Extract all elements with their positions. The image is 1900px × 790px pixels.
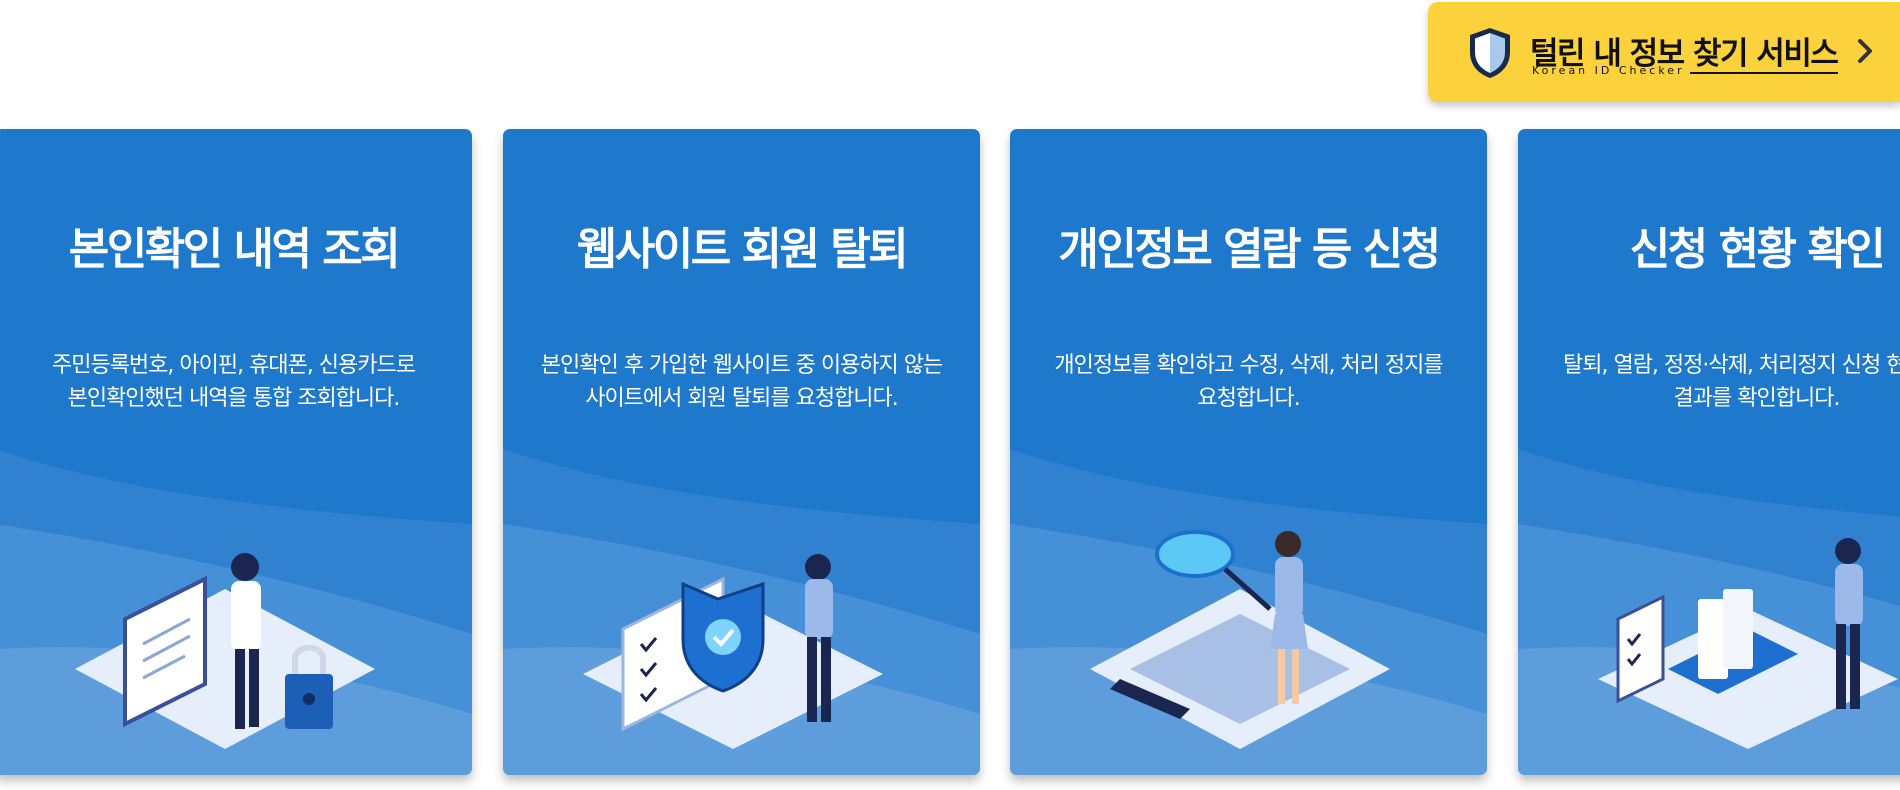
card-title: 신청 현황 확인 <box>1629 224 1886 275</box>
card-description-line: 탈퇴, 열람, 정정·삭제, 처리정지 신청 현황 및 <box>1562 353 1900 378</box>
card-request-status[interactable]: 신청 현황 확인 탈퇴, 열람, 정정·삭제, 처리정지 신청 현황 및 결과를… <box>1518 129 1900 775</box>
documents-status-illustration <box>1598 538 1898 749</box>
card-description-line: 결과를 확인합니다. <box>1673 386 1841 411</box>
card-title: 개인정보 열람 등 신청 <box>1058 224 1441 275</box>
card-description: 주민등록번호, 아이핀, 휴대폰, 신용카드로 본인확인했던 내역을 통합 조회… <box>0 349 472 415</box>
korean-id-checker-banner[interactable]: 털린 내 정보 찾기 서비스 Korean ID Checker <box>1428 2 1900 102</box>
card-identity-history[interactable]: 본인확인 내역 조회 주민등록번호, 아이핀, 휴대폰, 신용카드로 본인확인했… <box>0 129 472 775</box>
card-description-line: 주민등록번호, 아이핀, 휴대폰, 신용카드로 <box>51 353 416 378</box>
card-description: 개인정보를 확인하고 수정, 삭제, 처리 정지를 요청합니다. <box>1010 349 1487 415</box>
card-privacy-request[interactable]: 개인정보 열람 등 신청 개인정보를 확인하고 수정, 삭제, 처리 정지를 요… <box>1010 129 1487 775</box>
card-description-line: 본인확인했던 내역을 통합 조회합니다. <box>67 386 401 411</box>
card-description-line: 사이트에서 회원 탈퇴를 요청합니다. <box>585 386 899 411</box>
card-description-line: 본인확인 후 가입한 웹사이트 중 이용하지 않는 <box>540 353 944 378</box>
banner-title: 털린 내 정보 찾기 서비스 <box>1530 36 1839 72</box>
card-website-withdrawal[interactable]: 웹사이트 회원 탈퇴 본인확인 후 가입한 웹사이트 중 이용하지 않는 사이트… <box>503 129 980 775</box>
card-description-line: 요청합니다. <box>1197 386 1300 411</box>
banner-underline <box>1690 72 1838 74</box>
banner-subtitle: Korean ID Checker <box>1532 64 1685 77</box>
chevron-right-icon[interactable] <box>1856 38 1874 64</box>
card-title: 웹사이트 회원 탈퇴 <box>576 224 909 275</box>
document-checker-illustration <box>75 553 375 749</box>
card-description: 탈퇴, 열람, 정정·삭제, 처리정지 신청 현황 및 결과를 확인합니다. <box>1518 349 1900 415</box>
banner-subtitle-line: Korean ID Checker <box>1532 64 1838 78</box>
magnifier-person-illustration <box>1090 530 1390 749</box>
card-description: 본인확인 후 가입한 웹사이트 중 이용하지 않는 사이트에서 회원 탈퇴를 요… <box>503 349 980 415</box>
card-title: 본인확인 내역 조회 <box>68 224 401 275</box>
card-description-line: 개인정보를 확인하고 수정, 삭제, 처리 정지를 <box>1054 353 1443 378</box>
shield-icon <box>1470 28 1510 78</box>
laptop-shield-illustration <box>583 554 883 749</box>
